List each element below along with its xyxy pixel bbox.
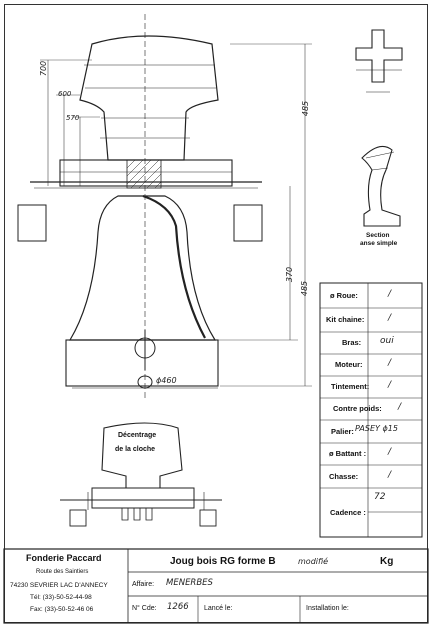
spec-roue-value: / xyxy=(388,289,392,299)
dimension-485-top: 485 xyxy=(301,100,311,117)
spec-bras-value: oui xyxy=(380,336,394,346)
lower-left-bearing xyxy=(69,509,87,527)
left-bearing xyxy=(17,204,47,242)
order-number-value: 1266 xyxy=(167,602,189,612)
yoke-top xyxy=(79,35,219,161)
spec-battant-value: / xyxy=(388,447,392,457)
order-number-label: N° Cde: xyxy=(132,605,157,612)
decentrage-label: Décentrage xyxy=(118,432,157,439)
right-bearing xyxy=(233,204,263,242)
section-shape xyxy=(361,145,401,227)
spec-tintement-label: Tintement: xyxy=(331,382,370,391)
spec-bras-label: Bras: xyxy=(342,338,362,347)
decentrage-sublabel: de la cloche xyxy=(115,446,156,453)
company-address-1: Route des Saintiers xyxy=(36,569,89,575)
installation-date-label: Installation le: xyxy=(306,605,349,612)
company-fax: Fax: (33)-50-52-46 06 xyxy=(30,606,94,613)
dimension-700: 700 xyxy=(39,60,49,77)
spec-cadence-value: 72 xyxy=(374,492,386,502)
spec-chasse-label: Chasse: xyxy=(329,472,359,481)
spec-contre-poids-value: / xyxy=(398,402,402,412)
drawing-title-note: modifié xyxy=(298,557,329,566)
spec-tintement-value: / xyxy=(388,380,392,390)
spec-moteur-label: Moteur: xyxy=(335,360,363,369)
company-name: Fonderie Paccard xyxy=(26,553,102,563)
dimension-diameter-460: ϕ460 xyxy=(156,376,177,385)
affaire-value: MENERBES xyxy=(166,578,213,588)
company-phone: Tél: (33)-50-52-44-98 xyxy=(30,594,92,601)
spec-table-frame xyxy=(319,282,423,538)
spec-contre-poids-label: Contre poids: xyxy=(333,404,382,413)
section-label: Section xyxy=(366,232,390,239)
spec-roue-label: ø Roue: xyxy=(330,291,358,300)
weight-unit: Kg xyxy=(380,556,394,567)
dimension-600: 600 xyxy=(58,90,72,98)
spec-chasse-value: / xyxy=(388,470,392,480)
dimension-370: 370 xyxy=(285,266,295,283)
dimension-570: 570 xyxy=(66,114,80,122)
spec-cadence-label: Cadence : xyxy=(330,508,366,517)
spec-kit-chaine-value: / xyxy=(388,313,392,323)
launch-date-label: Lancé le: xyxy=(204,605,233,612)
title-block-frame xyxy=(3,548,429,624)
company-address-2: 74230 SEVRIER LAC D'ANNECY xyxy=(10,582,108,589)
spec-palier-value: PASEY ϕ15 xyxy=(355,424,398,433)
lower-right-bearing xyxy=(199,509,217,527)
spec-palier-label: Palier: xyxy=(331,427,354,436)
drawing-title: Joug bois RG forme B xyxy=(170,556,276,567)
section-sublabel: anse simple xyxy=(360,240,398,247)
bell-body xyxy=(68,195,217,341)
affaire-label: Affaire: xyxy=(132,581,155,588)
spec-moteur-value: / xyxy=(388,358,392,368)
spec-battant-label: ø Battant : xyxy=(329,449,367,458)
spec-kit-chaine-label: Kit chaine: xyxy=(326,315,365,324)
dimension-485-right: 485 xyxy=(300,280,310,297)
cross-part xyxy=(355,29,403,83)
